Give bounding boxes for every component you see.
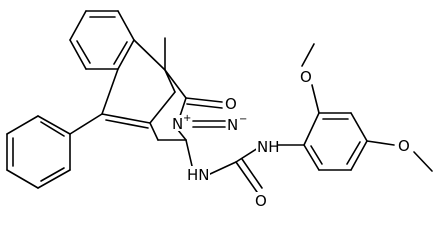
molecule-structure-canvas: O N + N − NH HN O O O — [6, 10, 433, 210]
bond-double-inner — [40, 167, 65, 182]
bond — [37, 169, 71, 189]
bond — [101, 113, 151, 124]
carbonyl-oxygen-label: O — [225, 95, 237, 113]
label-bg — [186, 166, 210, 182]
bond — [303, 144, 320, 171]
bond — [6, 169, 39, 189]
bond-double-inner — [76, 40, 91, 64]
label-bg — [298, 68, 312, 84]
bond-double-inner — [40, 121, 65, 137]
methoxy-bond — [366, 140, 395, 146]
nitrogen-plus-label: N — [172, 115, 183, 133]
bicyclic-core — [101, 37, 223, 167]
bond — [133, 39, 166, 71]
nitrogen-plus-charge: + — [183, 113, 191, 124]
bond — [164, 69, 187, 99]
amide-nh-right-label: NH — [257, 138, 280, 156]
molecule-svg: O N + N − NH HN O O O — [6, 10, 433, 210]
methoxy-oxygen-bottom-label: O — [398, 137, 410, 155]
urea-carbonyl-bond — [235, 161, 258, 193]
methoxy-bond — [311, 84, 320, 114]
label-bg — [396, 137, 410, 153]
bond — [69, 39, 87, 70]
bond — [235, 147, 259, 163]
benzo-ring — [69, 10, 135, 70]
methyl-bond — [413, 151, 433, 172]
bond — [350, 140, 368, 171]
carbonyl-bond-double — [186, 103, 223, 109]
bond — [209, 161, 237, 175]
bond — [69, 113, 103, 135]
bond — [164, 69, 176, 93]
bond — [69, 10, 87, 41]
label-bg — [223, 96, 237, 112]
urea-carbonyl-bond-double — [241, 158, 263, 189]
atom-labels: O N + N − NH HN O O O — [170, 68, 410, 210]
bond — [6, 115, 39, 135]
label-bg — [254, 192, 268, 208]
bond — [350, 112, 368, 142]
urea-oxygen-label: O — [255, 192, 267, 210]
bond — [37, 115, 71, 135]
amide-hn-left-label: HN — [187, 166, 210, 184]
bond — [303, 112, 320, 146]
bond-double-inner — [105, 119, 149, 129]
methyl-bond — [301, 43, 315, 67]
bond — [117, 39, 135, 70]
bond-double-inner — [113, 41, 128, 65]
bond — [101, 68, 119, 115]
urea-linker — [209, 147, 263, 193]
bond-double-inner — [346, 141, 361, 165]
dimethoxyphenyl-ring — [275, 43, 433, 172]
bond — [185, 139, 193, 167]
nitrogen-minus-label: N — [227, 116, 238, 134]
label-bg — [226, 116, 246, 132]
bond — [177, 129, 187, 141]
bond — [117, 10, 135, 41]
bond — [149, 122, 159, 141]
label-bg — [256, 139, 278, 155]
label-bg — [170, 115, 190, 131]
diazo-group — [192, 120, 226, 128]
carbonyl-bond — [185, 97, 223, 103]
bond-double-inner — [310, 145, 323, 165]
methoxy-oxygen-top-label: O — [300, 68, 312, 86]
bond — [149, 91, 176, 124]
nitrogen-minus-charge: − — [239, 114, 247, 125]
phenyl-ring — [6, 113, 103, 189]
